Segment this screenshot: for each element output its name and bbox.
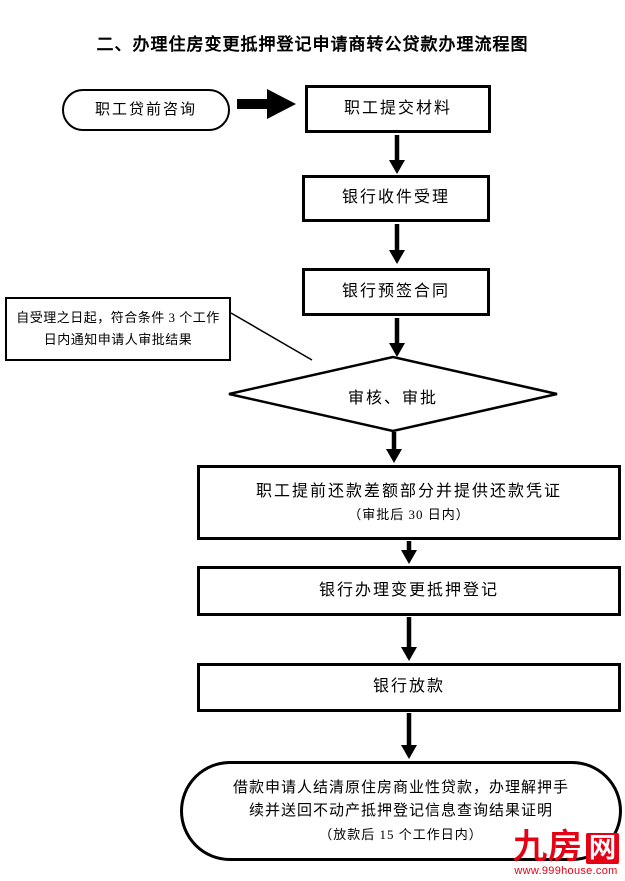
node-repay-label: 职工提前还款差额部分并提供还款凭证 — [255, 483, 562, 501]
node-bank-presign-contract: 银行预签合同 — [302, 268, 490, 316]
node-bank-loan-disbursement: 银行放款 — [197, 663, 621, 712]
arrow-submit-to-receive-head — [389, 160, 405, 174]
note-line1: 自受理之日起，符合条件 3 个工作 — [16, 309, 220, 325]
site-logo-url: www.999house.com — [514, 865, 618, 877]
node-register-label: 银行办理变更抵押登记 — [318, 581, 499, 599]
note-annotation-box: 自受理之日起，符合条件 3 个工作 日内通知申请人审批结果 — [5, 297, 231, 361]
arrow-register-to-loan-head — [401, 647, 417, 661]
node-bank-receive: 银行收件受理 — [302, 175, 490, 222]
note-line2: 日内通知申请人审批结果 — [43, 332, 193, 347]
arrow-review-to-repay-head — [386, 449, 402, 463]
node-loan-label: 银行放款 — [372, 678, 445, 696]
node-consult: 职工贷前咨询 — [62, 89, 230, 131]
arrow-consult-to-submit — [237, 89, 296, 119]
arrow-receive-to-presign-head — [389, 250, 405, 264]
node-final-settlement: 借款申请人结清原住房商业性贷款，办理解押手 续并送回不动产抵押登记信息查询结果证… — [180, 761, 622, 861]
node-presign-label: 银行预签合同 — [341, 282, 450, 300]
site-logo-main-text: 九房 — [513, 828, 583, 866]
node-receive-label: 银行收件受理 — [341, 189, 450, 207]
node-final-sub: （放款后 15 个工作日内） — [319, 827, 483, 843]
arrow-loan-to-final-head — [401, 745, 417, 759]
arrow-presign-to-review-head — [389, 343, 405, 357]
node-submit-label: 职工提交材料 — [343, 99, 452, 117]
node-submit-materials: 职工提交材料 — [305, 85, 491, 133]
site-logo: 九房 网 www.999house.com — [513, 830, 619, 877]
page-title: 二、办理住房变更抵押登记申请商转公贷款办理流程图 — [96, 35, 529, 54]
node-final-line1: 借款申请人结清原住房商业性贷款，办理解押手 — [232, 779, 569, 796]
site-logo-name: 九房 网 — [513, 830, 619, 864]
node-early-repayment: 职工提前还款差额部分并提供还款凭证 （审批后 30 日内） — [197, 465, 621, 540]
arrow-repay-to-register-head — [401, 550, 417, 564]
node-final-line2: 续并送回不动产抵押登记信息查询结果证明 — [248, 802, 553, 819]
node-mortgage-change-registration: 银行办理变更抵押登记 — [197, 566, 621, 616]
note-connector-line — [230, 312, 313, 361]
node-repay-sub: （审批后 30 日内） — [348, 506, 470, 522]
node-review-approve-label: 审核、审批 — [347, 390, 438, 407]
node-consult-label: 职工贷前咨询 — [94, 101, 197, 118]
site-logo-box-char: 网 — [586, 833, 619, 864]
